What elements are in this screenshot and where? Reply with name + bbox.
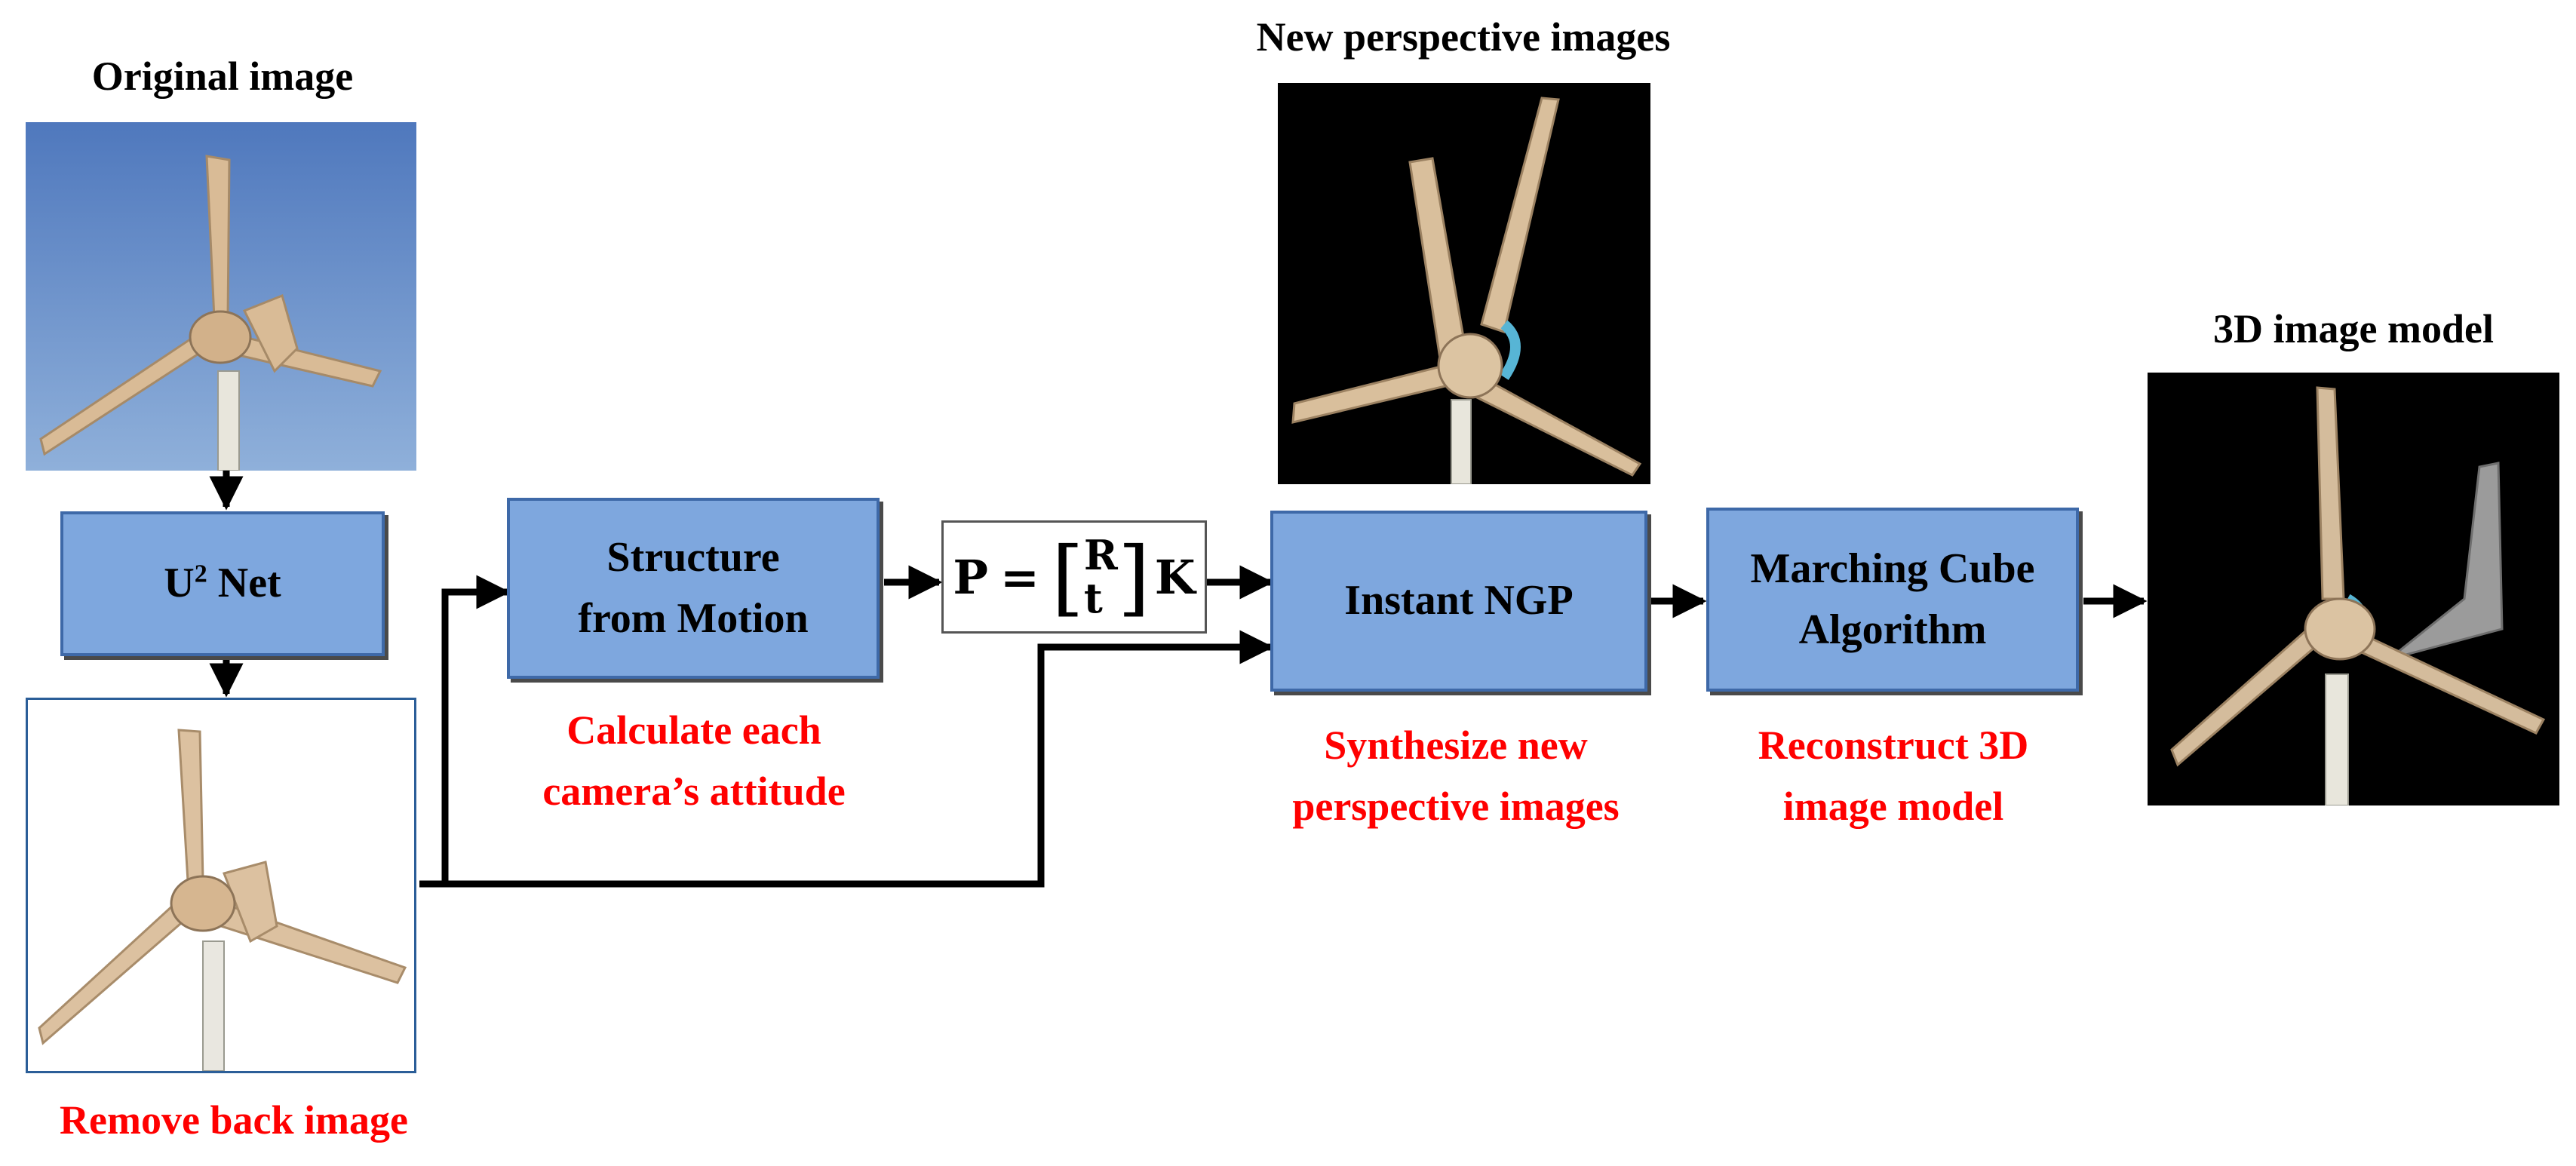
camera-caption-line2: camera’s attitude: [542, 769, 846, 814]
matrix-column: R t: [1084, 534, 1118, 619]
matrix-R: R: [1083, 531, 1118, 580]
connector-removed-to-ngp: [445, 630, 1274, 888]
reconstruct-caption: Reconstruct 3D image model: [1675, 715, 2112, 837]
marching-cube-box: Marching Cube Algorithm: [1706, 508, 2079, 692]
sfm-label-line1: Structure: [606, 533, 780, 581]
u2net-box: U2 Net: [60, 511, 385, 656]
recon-caption-line2: image model: [1782, 784, 2004, 829]
matrix-t: t: [1083, 574, 1103, 622]
new-perspective-title: New perspective images: [1256, 14, 1671, 60]
right-bracket: ]: [1117, 529, 1150, 625]
projection-formula: P = [ R t ] K: [941, 520, 1207, 634]
synth-caption-line1: Synthesize new: [1324, 723, 1588, 768]
synthesize-caption: Synthesize new perspective images: [1222, 715, 1690, 837]
turbine-3d-model-image: [2148, 373, 2559, 805]
recon-caption-line1: Reconstruct 3D: [1758, 723, 2029, 768]
formula-equals: =: [1000, 549, 1039, 605]
original-image: [26, 122, 416, 471]
ngp-label: Instant NGP: [1344, 577, 1574, 624]
remove-back-caption: Remove back image: [60, 1097, 408, 1143]
new-perspective-image: [1278, 83, 1650, 484]
left-bracket: [: [1051, 529, 1084, 625]
sfm-label-line2: from Motion: [578, 595, 809, 642]
turbine-sky-image: [26, 122, 416, 471]
3d-model-title: 3D image model: [2213, 306, 2494, 351]
u2net-label: U2 Net: [164, 560, 281, 607]
3d-model-image: [2148, 373, 2559, 805]
mc-label-line2: Algorithm: [1798, 606, 1987, 653]
turbine-black-image: [1278, 83, 1650, 484]
formula-K: K: [1154, 549, 1196, 605]
background-removed-image: [26, 698, 416, 1073]
original-image-title: Original image: [91, 54, 354, 99]
turbine-white-image: [28, 700, 414, 1071]
instant-ngp-box: Instant NGP: [1270, 511, 1647, 692]
camera-attitude-caption: Calculate each camera’s attitude: [468, 700, 920, 822]
structure-from-motion-box: Structure from Motion: [507, 498, 880, 679]
formula-matrix: [ R t ]: [1052, 534, 1150, 619]
connector-removed-to-sfm: [419, 575, 511, 888]
mc-label-line1: Marching Cube: [1750, 545, 2035, 592]
camera-caption-line1: Calculate each: [566, 707, 821, 753]
formula-P: P: [953, 549, 989, 605]
synth-caption-line2: perspective images: [1292, 784, 1620, 829]
